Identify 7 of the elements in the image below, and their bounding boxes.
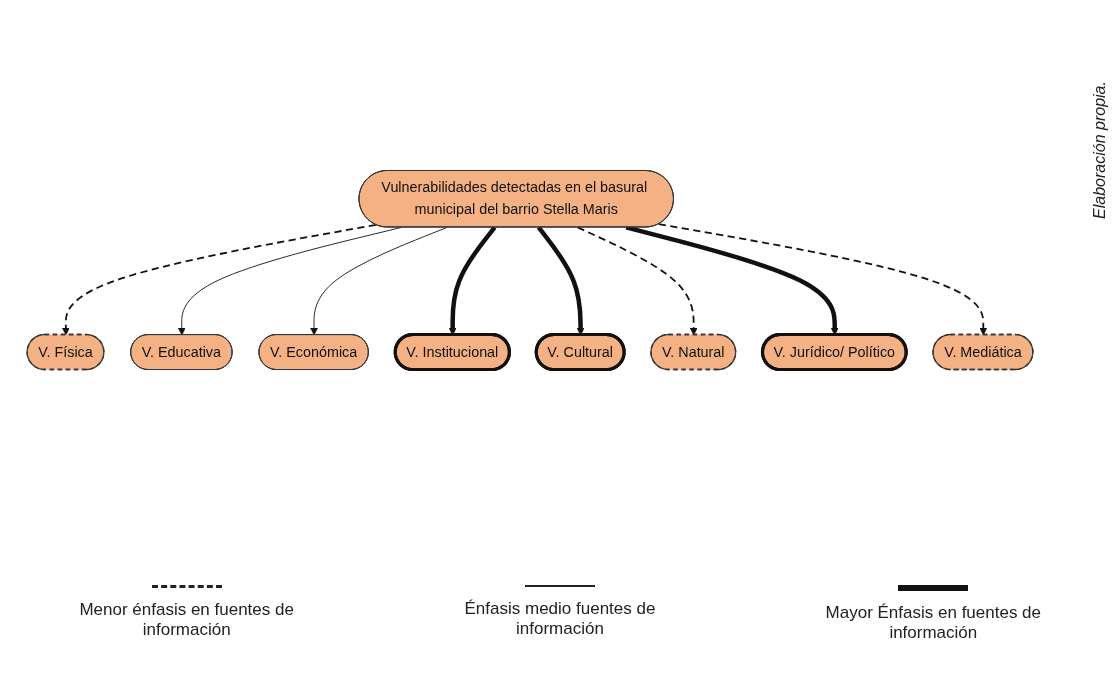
arrow [61,223,377,336]
source-note: Elaboración propia. [1091,81,1109,219]
legend-text: Menor énfasis en fuentes de información [78,600,295,640]
arrow [657,223,988,336]
legend-text: Mayor Énfasis en fuentes de información [824,603,1043,643]
legend-text: Énfasis medio fuentes de información [463,599,657,639]
arrow [576,226,698,336]
